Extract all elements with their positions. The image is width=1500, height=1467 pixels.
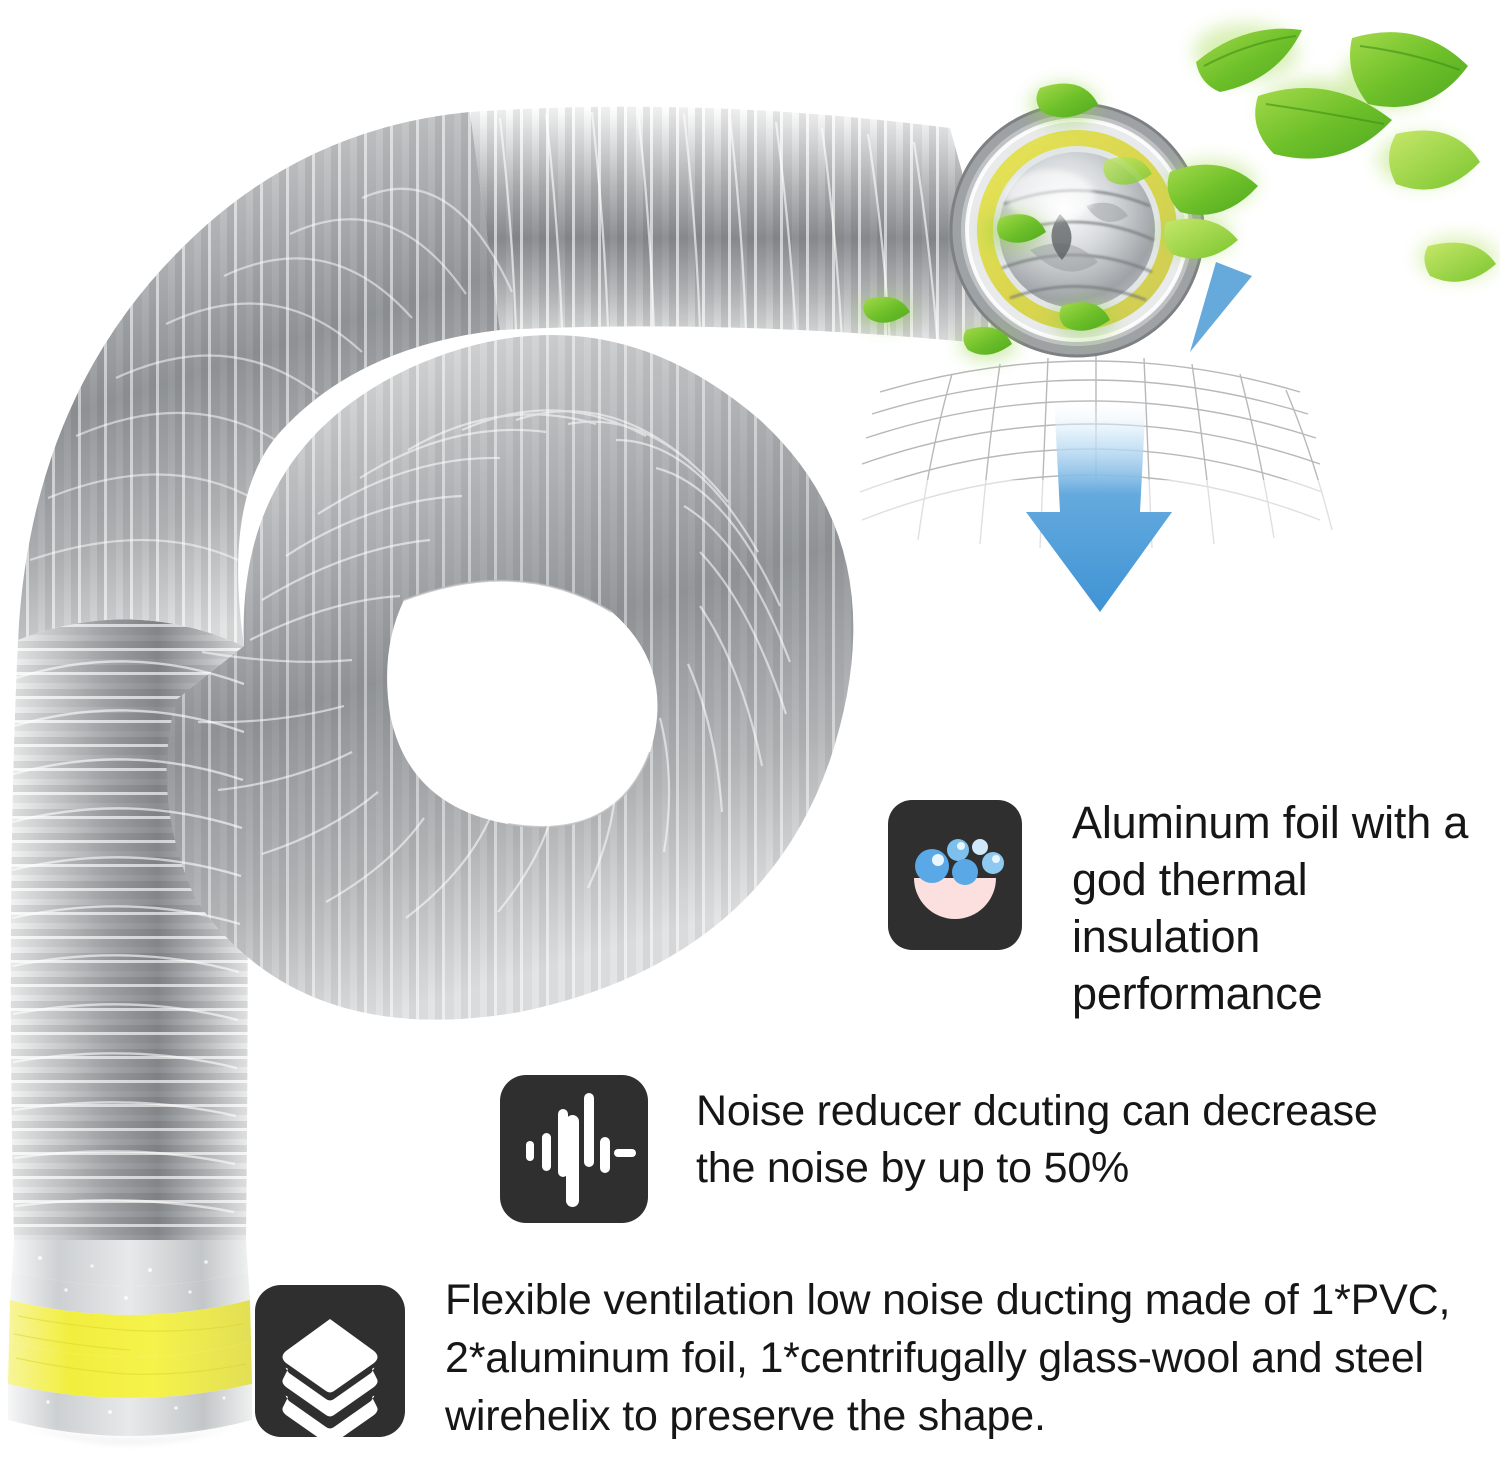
feature-layer-construction: Flexible ventilation low noise ducting m… xyxy=(255,1276,1450,1445)
stacked-layers-icon xyxy=(255,1285,405,1437)
floating-leaves xyxy=(860,24,1498,360)
airflow-arrow xyxy=(1026,398,1172,612)
duct-left-bend xyxy=(18,112,500,646)
duct-bottom-end xyxy=(8,1240,252,1445)
bubbles-bowl-icon xyxy=(888,800,1022,950)
feature-label: Flexible ventilation low noise ducting m… xyxy=(445,1276,1451,1440)
feature-label: Noise reducer dcuting can decrease the n… xyxy=(696,1087,1378,1192)
sound-waveform-icon xyxy=(500,1075,648,1223)
duct-coil-loop xyxy=(166,334,854,1020)
feature-noise-reducer: Noise reducer dcuting can decrease the n… xyxy=(500,1075,1378,1223)
feature-label: Aluminum foil with a god thermal insulat… xyxy=(1072,797,1469,1019)
feature-aluminum-foil: Aluminum foil with a god thermal insulat… xyxy=(888,797,1500,1022)
coil-rib-lines xyxy=(197,409,792,919)
